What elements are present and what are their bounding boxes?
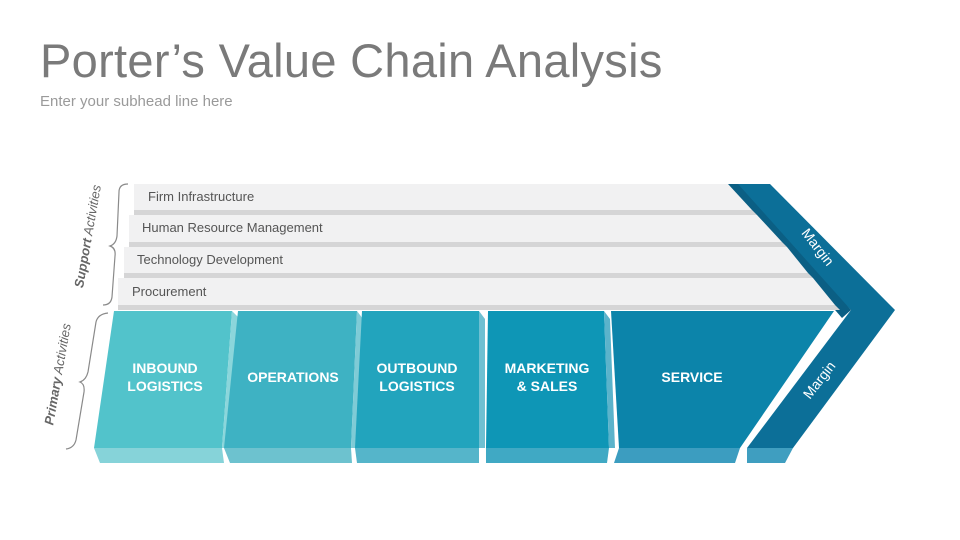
primary-block-outbound-logistics: OUTBOUND LOGISTICS	[355, 311, 485, 463]
page-title: Porter’s Value Chain Analysis	[40, 34, 663, 87]
margin-chevron-lower	[747, 310, 895, 448]
margin-chevron-upper	[726, 184, 895, 310]
primary-block-base	[94, 448, 224, 463]
support-row-edge	[124, 273, 813, 278]
primary-label-italic: Activities	[50, 322, 74, 379]
primary-block-base	[486, 448, 609, 463]
primary-block-operations: OPERATIONS	[224, 311, 363, 463]
primary-block-face	[486, 311, 609, 448]
support-row-edge	[129, 242, 787, 247]
primary-block-side	[479, 311, 485, 448]
support-activities-label: Support Activities	[71, 183, 104, 289]
margin-chevron-lower-base	[747, 448, 793, 463]
support-row-bar	[134, 184, 752, 210]
primary-label-bold: Primary	[41, 375, 64, 426]
support-row-label: Technology Development	[137, 252, 283, 267]
support-label-italic: Activities	[80, 183, 104, 240]
primary-brace	[65, 312, 109, 450]
primary-block-side	[351, 311, 363, 448]
primary-block-inbound-logistics: INBOUND LOGISTICS	[94, 311, 240, 463]
primary-block-face	[94, 311, 232, 448]
primary-block-base	[355, 448, 479, 463]
primary-block-side	[604, 311, 615, 448]
support-brace	[102, 183, 129, 306]
primary-block-marketing-sales: MARKETING & SALES	[486, 311, 615, 463]
primary-block-label: OUTBOUND	[377, 360, 458, 376]
support-row: Technology Development	[124, 247, 813, 278]
support-row-bar	[118, 278, 835, 305]
support-row: Procurement	[118, 278, 840, 310]
primary-block-service: SERVICE	[611, 311, 834, 463]
support-row-edge	[118, 305, 840, 310]
primary-block-label: & SALES	[517, 378, 578, 394]
primary-block-face	[355, 311, 479, 448]
primary-activities: INBOUND LOGISTICS OPERATIONS OUTBOUND LO…	[94, 311, 834, 463]
support-row-bar	[124, 247, 808, 273]
primary-block-label: MARKETING	[505, 360, 590, 376]
page-subtitle: Enter your subhead line here	[40, 93, 233, 110]
primary-block-face	[224, 311, 357, 448]
primary-block-label: OPERATIONS	[247, 369, 339, 385]
primary-block-label: LOGISTICS	[379, 378, 454, 394]
primary-activities-label: Primary Activities	[41, 322, 74, 426]
support-row-edge	[134, 210, 757, 215]
primary-block-base	[614, 448, 740, 463]
support-label-bold: Support	[71, 237, 95, 289]
primary-block-label: SERVICE	[661, 369, 722, 385]
support-row: Firm Infrastructure	[134, 184, 757, 215]
support-row: Human Resource Management	[129, 215, 787, 247]
support-row-bar	[129, 215, 782, 242]
primary-block-label: LOGISTICS	[127, 378, 202, 394]
support-row-label: Human Resource Management	[142, 220, 323, 235]
primary-block-face	[611, 311, 834, 448]
support-row-label: Procurement	[132, 284, 207, 299]
primary-block-label: INBOUND	[132, 360, 197, 376]
support-row-label: Firm Infrastructure	[148, 189, 254, 204]
primary-block-base	[224, 448, 352, 463]
support-activities: Firm Infrastructure Human Resource Manag…	[118, 184, 840, 310]
